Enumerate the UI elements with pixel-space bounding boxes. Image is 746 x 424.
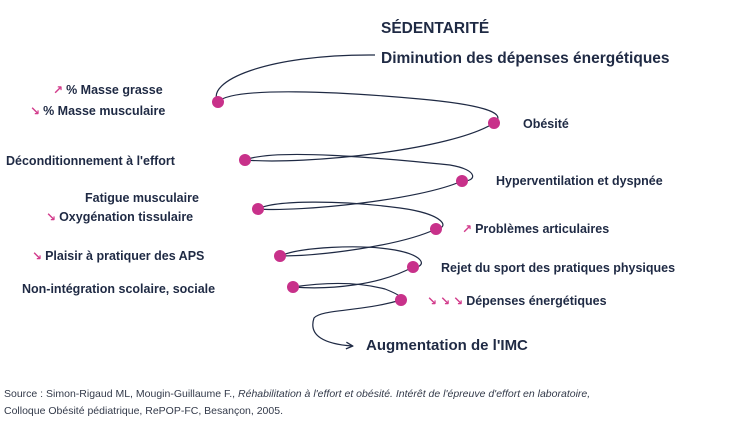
dot-non-integration (287, 281, 299, 293)
label-fatigue: Fatigue musculaire (85, 191, 199, 205)
label-augmentation-imc: Augmentation de l'IMC (366, 337, 528, 354)
arrow-up-icon: ↗ (462, 222, 473, 236)
source-citation: Source : Simon-Rigaud ML, Mougin-Guillau… (4, 388, 591, 417)
dot-deconditionnement (239, 154, 251, 166)
dot-fatigue (252, 203, 264, 215)
spiral-dots (212, 96, 500, 306)
spiral-path (215, 54, 499, 346)
arrow-down-icon: ↘ (427, 294, 438, 308)
dot-plaisir (274, 250, 286, 262)
label-oxygenation: ↘Oxygénation tissulaire (46, 210, 194, 224)
dot-rejet (407, 261, 419, 273)
spiral-diagram (212, 54, 500, 380)
dot-hyperventilation (456, 175, 468, 187)
arrow-down-icon: ↘ (30, 104, 41, 118)
label-depenses: ↘↘↘Dépenses énergétiques (427, 294, 607, 308)
arrow-down-icon: ↘ (32, 249, 43, 263)
label-masse-grasse: ↗% Masse grasse (53, 83, 163, 97)
title-sedentarite: SÉDENTARITÉ (381, 20, 490, 37)
label-non-integration: Non-intégration scolaire, sociale (22, 282, 216, 296)
label-deconditionnement: Déconditionnement à l'effort (6, 154, 175, 168)
label-masse-musculaire: ↘% Masse musculaire (30, 104, 166, 118)
title-diminution: Diminution des dépenses énergétiques (381, 50, 670, 67)
arrow-up-icon: ↗ (53, 83, 64, 97)
arrow-down-icon: ↘ (440, 294, 451, 308)
label-plaisir: ↘Plaisir à pratiquer des APS (32, 249, 205, 263)
dot-problemes (430, 223, 442, 235)
arrow-down-icon: ↘ (46, 210, 57, 224)
label-rejet: Rejet du sport des pratiques physiques (441, 261, 676, 275)
dot-obesite (488, 117, 500, 129)
dot-masse (212, 96, 224, 108)
dot-depenses (395, 294, 407, 306)
label-problemes: ↗Problèmes articulaires (462, 222, 610, 236)
label-obesite: Obésité (523, 117, 569, 131)
arrow-down-icon: ↘ (453, 294, 464, 308)
label-hyperventilation: Hyperventilation et dyspnée (496, 174, 663, 188)
